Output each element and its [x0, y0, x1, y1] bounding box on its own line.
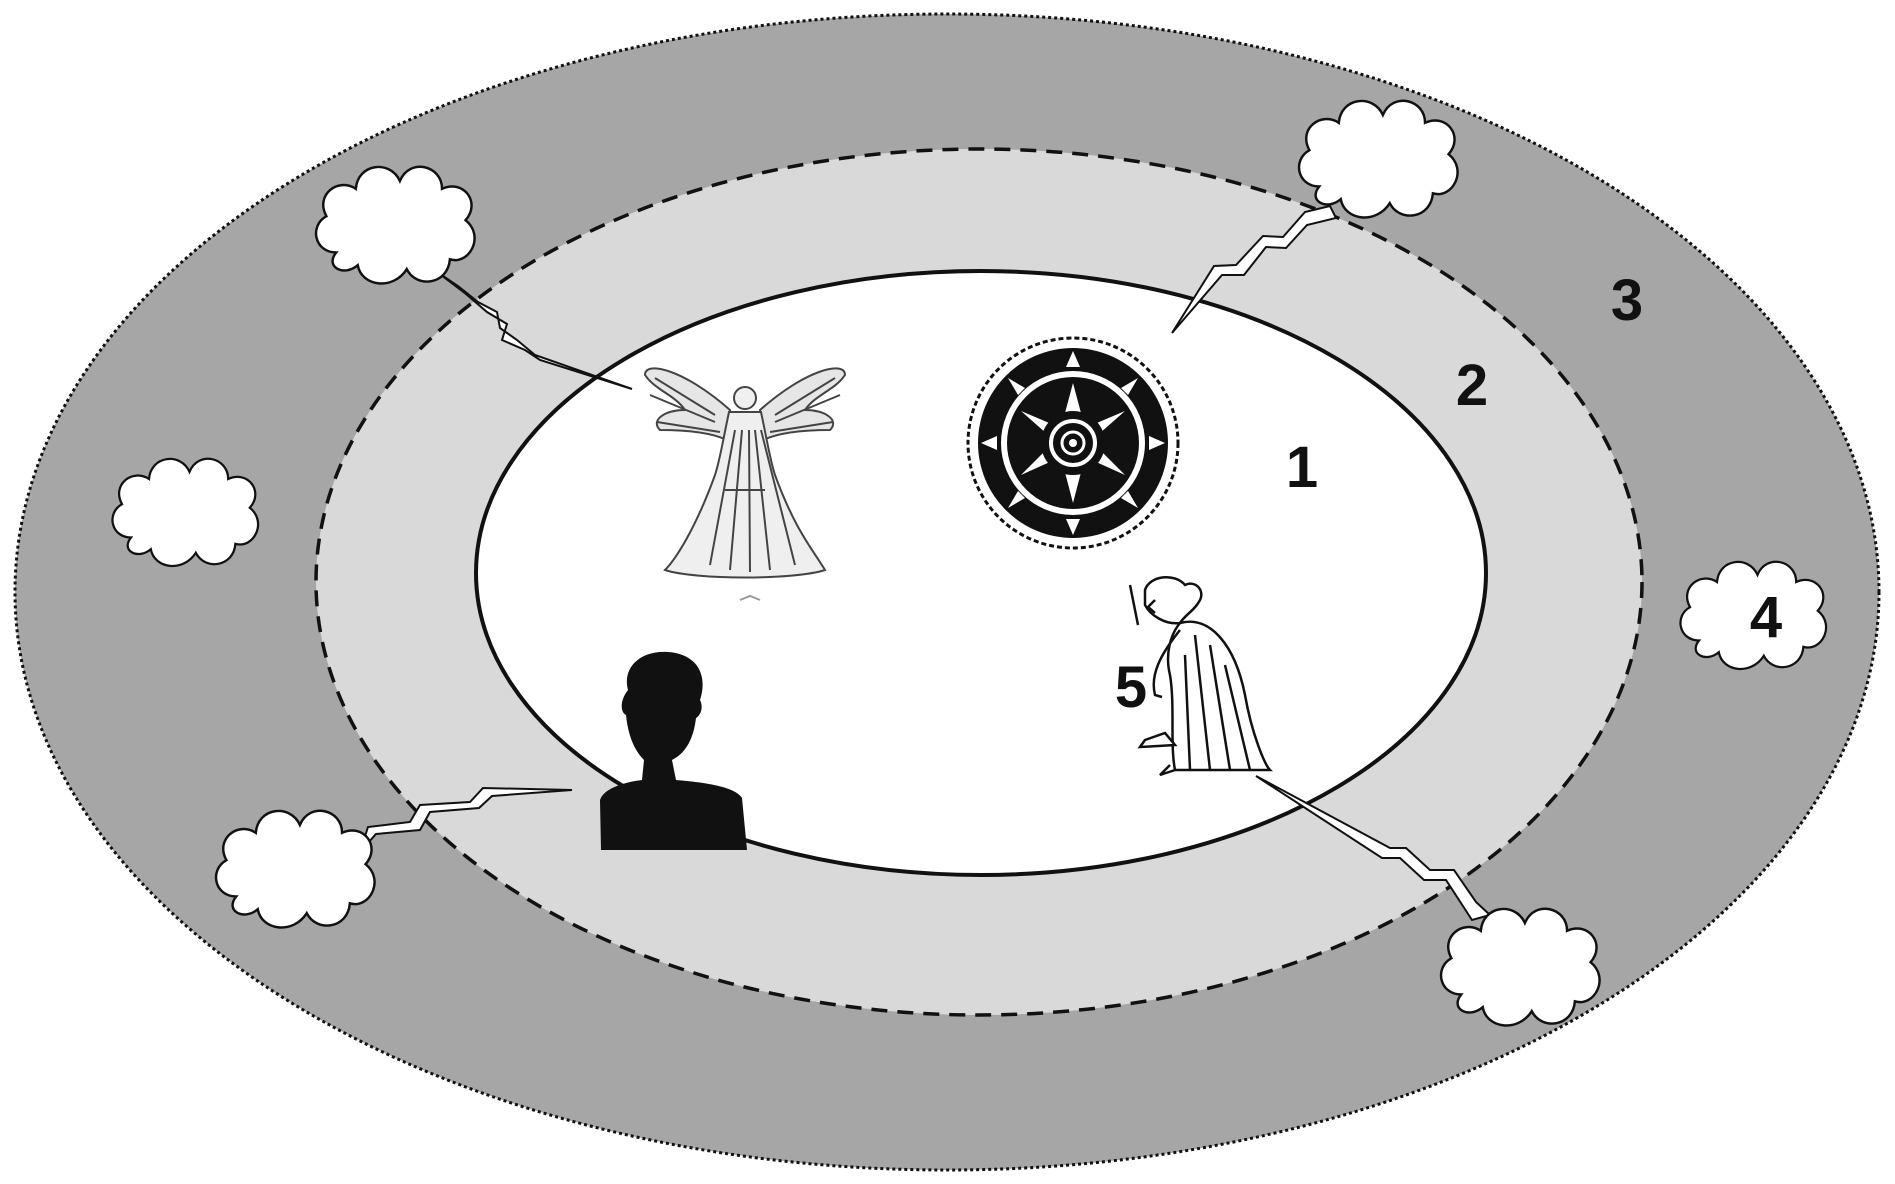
sun-ornament-icon	[968, 338, 1178, 548]
cloud-4-label: 4	[1750, 585, 1782, 650]
figure-5-label: 5	[1115, 655, 1147, 720]
zone-2-label: 2	[1456, 353, 1488, 418]
zone-3-label: 3	[1611, 268, 1643, 333]
zone-1-label: 1	[1286, 435, 1318, 500]
